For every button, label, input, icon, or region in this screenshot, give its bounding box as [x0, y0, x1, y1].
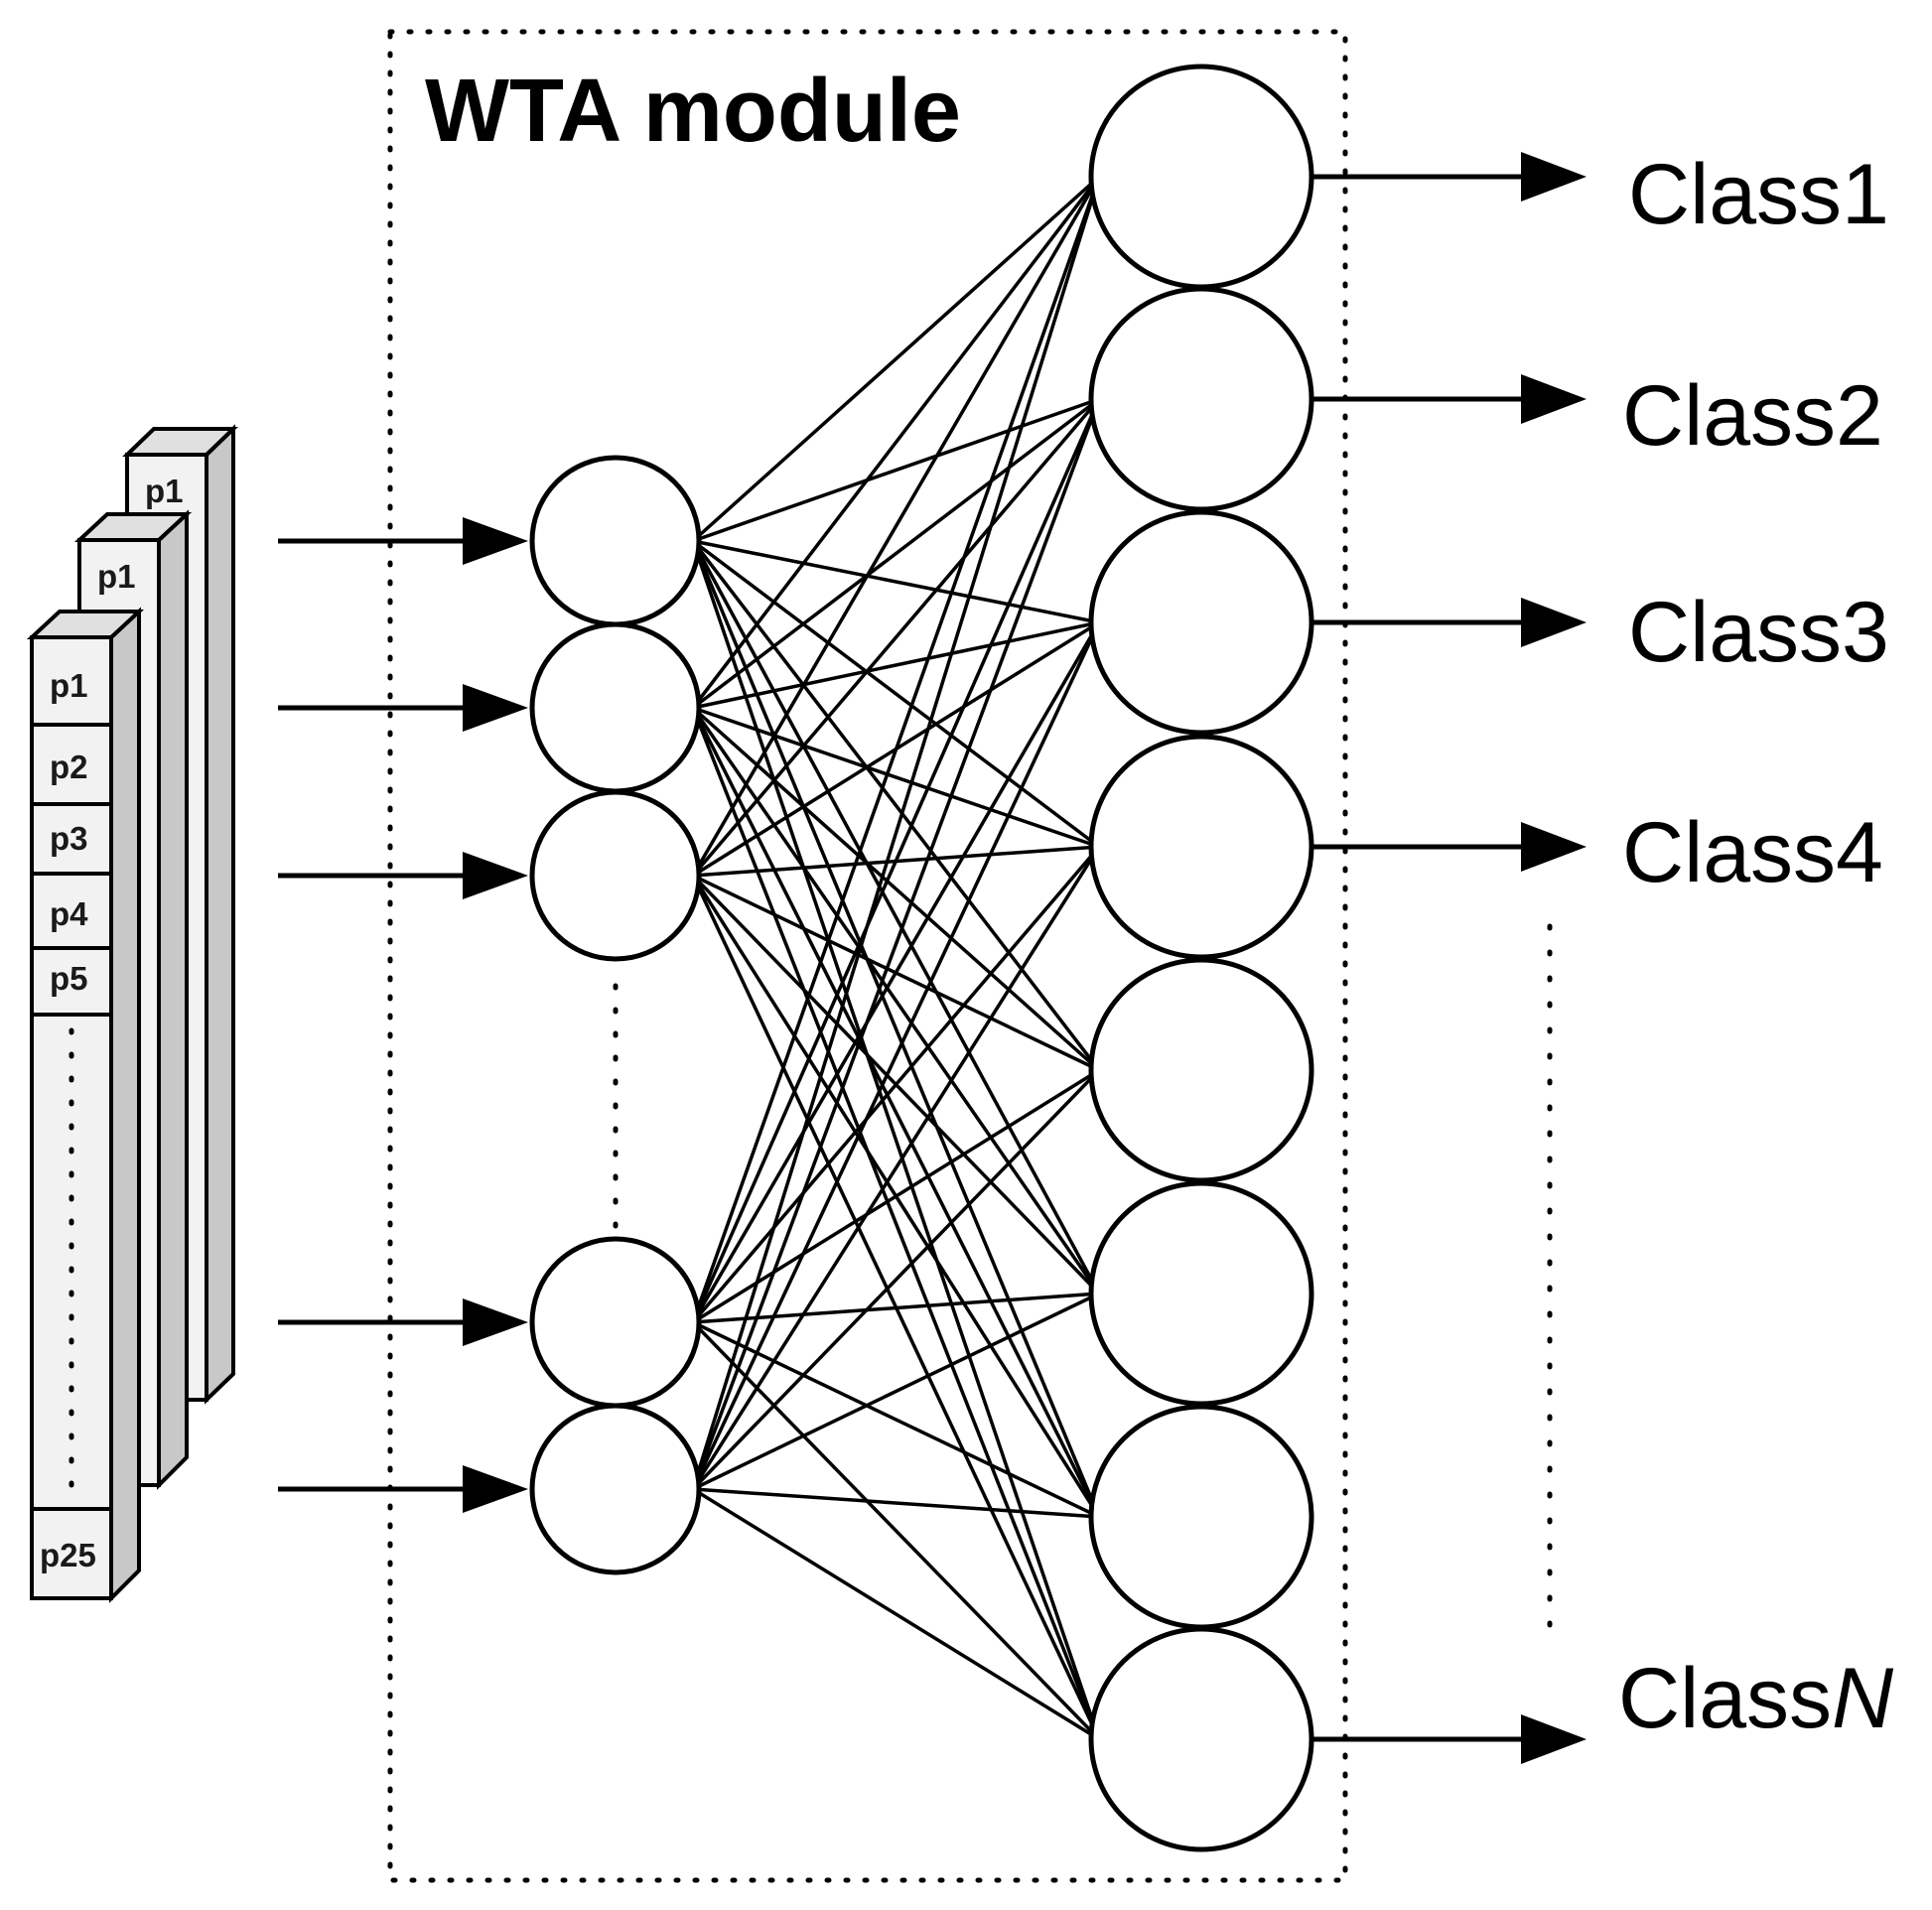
arrow-head: [1521, 598, 1587, 647]
class-label: Class4: [1622, 805, 1883, 900]
arrow-head: [1521, 822, 1587, 872]
column-cell-label: p25: [40, 1537, 96, 1573]
arrow-head: [463, 852, 528, 899]
connection-line: [691, 845, 1101, 1324]
input-neuron: [529, 1403, 702, 1575]
connection-line: [691, 846, 1101, 1490]
connection-line: [691, 707, 1101, 1518]
connection-line: [691, 176, 1101, 1490]
input-column-front: p1 p2 p3 p4 p5 p25: [26, 607, 145, 1603]
output-label-class1: Class1: [1628, 147, 1889, 242]
class-label: Class2: [1622, 368, 1883, 464]
column-side-face: [157, 509, 189, 1490]
connection-line: [691, 707, 1101, 1740]
connection-line: [692, 1487, 1100, 1519]
arrow-head: [463, 517, 528, 565]
class-label: Class1: [1628, 147, 1889, 242]
output-label-classN: ClassN: [1618, 1651, 1894, 1746]
arrow-head: [463, 1298, 528, 1346]
connection-line: [691, 539, 1101, 1072]
input-arrow: [278, 517, 528, 565]
connection-line: [692, 1292, 1100, 1491]
output-label-class3: Class3: [1628, 585, 1889, 680]
output-arrow: [1311, 598, 1587, 647]
input-neuron: [529, 789, 702, 962]
connection-line: [691, 540, 1101, 1518]
arrow-head: [1521, 152, 1587, 202]
class-label: Class3: [1628, 585, 1889, 680]
column-side-face: [109, 607, 141, 1603]
connection-line: [691, 397, 1101, 710]
column-cell-label: p3: [50, 820, 88, 857]
class-label: ClassN: [1618, 1651, 1894, 1746]
connection-line: [691, 176, 1101, 1323]
input-neuron: [529, 455, 702, 627]
output-neuron: [1088, 509, 1314, 736]
connection-line: [692, 1320, 1100, 1519]
connection-line: [692, 397, 1100, 543]
connection-line: [692, 1068, 1100, 1324]
column-cell-label: p2: [50, 749, 88, 785]
connection-line: [691, 540, 1101, 1295]
output-arrow: [1311, 374, 1587, 424]
output-arrow: [1311, 822, 1587, 872]
arrow-head: [1521, 1714, 1587, 1764]
connection-line: [691, 398, 1101, 1323]
output-neuron: [1088, 286, 1314, 512]
output-neuron: [1088, 64, 1314, 290]
arrow-head: [463, 684, 528, 732]
connection-line: [691, 539, 1101, 849]
wta-module-boundary: [387, 29, 1348, 1883]
connection-line: [692, 1292, 1100, 1324]
output-arrow: [1311, 152, 1587, 202]
input-neuron: [529, 1236, 702, 1409]
connection-line: [692, 539, 1100, 624]
connection-line: [691, 176, 1101, 877]
connection-line: [692, 620, 1100, 710]
output-arrows: [1311, 152, 1587, 1764]
column-cell-label: p4: [50, 895, 88, 932]
connection-line: [691, 398, 1101, 1490]
output-neuron: [1088, 1404, 1314, 1630]
input-arrow: [278, 1465, 528, 1513]
connection-line: [691, 706, 1101, 1072]
connection-line: [692, 1487, 1100, 1741]
output-neuron: [1088, 1626, 1314, 1852]
connection-line: [691, 621, 1101, 1490]
input-neuron: [529, 621, 702, 794]
connection-line: [691, 621, 1101, 1323]
arrow-head: [1521, 374, 1587, 424]
output-neuron: [1088, 734, 1314, 960]
column-side-face: [205, 424, 235, 1405]
output-arrow: [1311, 1714, 1587, 1764]
column-cell-label: p1: [50, 667, 88, 704]
input-arrow: [278, 684, 528, 732]
column-cell-label: p1: [97, 558, 136, 595]
column-cell-label: p5: [50, 960, 88, 997]
column-cell-label: p1: [145, 473, 184, 509]
connection-line: [691, 175, 1101, 710]
input-arrows: [278, 517, 528, 1513]
arrow-head: [463, 1465, 528, 1513]
wta-module-title: WTA module: [425, 62, 961, 161]
connection-line: [692, 706, 1100, 849]
input-neurons: [529, 455, 702, 1575]
connection-line: [691, 175, 1101, 543]
connection-line: [691, 397, 1101, 878]
output-neuron: [1088, 1180, 1314, 1407]
connection-line: [691, 540, 1101, 1740]
output-label-class2: Class2: [1622, 368, 1883, 464]
connection-line: [691, 1320, 1101, 1741]
output-neurons: [1088, 64, 1314, 1852]
connection-line: [691, 707, 1101, 1295]
input-arrow: [278, 852, 528, 899]
input-arrow: [278, 1298, 528, 1346]
output-neuron: [1088, 957, 1314, 1183]
output-label-class4: Class4: [1622, 805, 1883, 900]
connection-line: [691, 1068, 1101, 1491]
connections: [691, 175, 1101, 1741]
